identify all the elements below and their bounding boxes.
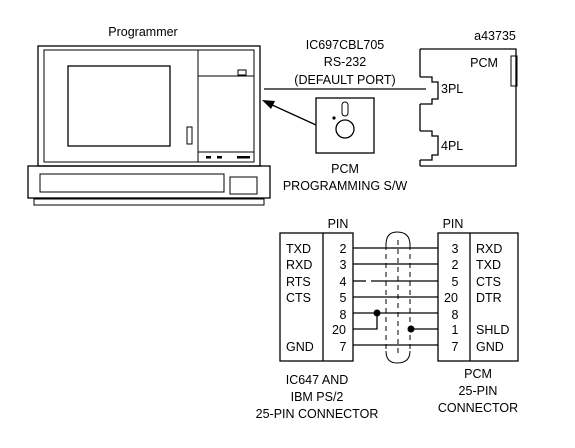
right-pin-20: 20 [444, 291, 458, 305]
computer-housing [37, 45, 261, 167]
disk-body [315, 97, 375, 154]
keyboard-base [33, 198, 265, 206]
cable-type: RS-232 [324, 55, 366, 69]
left-signal-cts: CTS [286, 291, 311, 305]
pcm-outline [420, 48, 517, 167]
shield-bottom [385, 350, 411, 364]
led-2 [217, 156, 222, 159]
disk-slot [237, 69, 247, 76]
left-signal-rts: RTS [286, 275, 311, 289]
software-label-2: PROGRAMMING S/W [283, 179, 408, 193]
right-signal-shld: SHLD [476, 323, 509, 337]
power-indicator [186, 126, 193, 145]
left-pin-7: 7 [340, 340, 347, 354]
computer-housing-inner [43, 49, 255, 163]
software-disk-icon [315, 97, 375, 154]
pcm-label: PCM [470, 56, 498, 70]
right-signal-dtr: DTR [476, 291, 502, 305]
right-pin-3: 3 [452, 242, 459, 256]
programmer-computer-icon [27, 45, 271, 206]
left-signal-txd: TXD [286, 242, 311, 256]
junction-left [373, 309, 381, 317]
left-signal-gnd: GND [286, 340, 314, 354]
left-caption-1: IC647 AND [286, 373, 349, 387]
load-arrowhead [262, 100, 275, 109]
left-pin-20: 20 [332, 323, 346, 337]
cable-port: (DEFAULT PORT) [294, 73, 395, 87]
figure-id: a43735 [474, 29, 516, 43]
junction-shield [407, 325, 415, 333]
right-pin-header: PIN [443, 217, 464, 231]
right-pin-5: 5 [452, 275, 459, 289]
right-pin-2: 2 [452, 258, 459, 272]
port-3pl-label: 3PL [441, 82, 463, 96]
left-pin-5: 5 [340, 291, 347, 305]
load-arrow [269, 103, 317, 126]
left-connector-rows: TXD RXD RTS CTS GND 2 3 4 5 8 20 7 [286, 242, 347, 354]
right-pin-7: 7 [452, 340, 459, 354]
right-pin-1: 1 [452, 323, 459, 337]
left-pin-header: PIN [328, 217, 349, 231]
right-pin-8: 8 [452, 308, 459, 322]
left-caption-2: IBM PS/2 [291, 390, 344, 404]
right-caption-2: 25-PIN [459, 384, 498, 398]
port-3pl-connector [420, 76, 439, 105]
left-pin-4: 4 [340, 275, 347, 289]
right-caption-1: PCM [464, 367, 492, 381]
cable-shield [385, 231, 411, 364]
right-connector-rows: 3 2 5 20 8 1 7 RXD TXD CTS DTR SHLD GND [444, 242, 509, 354]
right-signal-txd: TXD [476, 258, 501, 272]
led-3 [237, 156, 250, 159]
computer-screen [67, 65, 171, 147]
port-4pl-label: 4PL [441, 139, 463, 153]
keyboard [27, 165, 271, 199]
programmer-label: Programmer [108, 25, 177, 39]
wiring [353, 247, 438, 346]
disk-window [341, 101, 349, 117]
cable-part-number: IC697CBL705 [306, 38, 385, 52]
right-signal-rxd: RXD [476, 242, 502, 256]
left-pin-3: 3 [340, 258, 347, 272]
left-signal-rxd: RXD [286, 258, 312, 272]
pcm-side-slot [510, 55, 518, 87]
wire-left-jumper [353, 313, 378, 330]
pcm-module [419, 48, 518, 167]
led-1 [206, 156, 211, 159]
disk-hub [335, 119, 355, 139]
shield-top [385, 231, 411, 246]
keyboard-keypad [229, 176, 258, 195]
right-signal-gnd: GND [476, 340, 504, 354]
right-signal-cts: CTS [476, 275, 501, 289]
left-pin-2: 2 [340, 242, 347, 256]
port-4pl-connector [420, 130, 439, 161]
right-caption-3: CONNECTOR [438, 401, 518, 415]
software-label-1: PCM [331, 162, 359, 176]
disk-dot [332, 116, 336, 120]
left-caption-3: 25-PIN CONNECTOR [256, 407, 379, 421]
keyboard-keys [39, 173, 225, 193]
left-pin-8: 8 [340, 308, 347, 322]
